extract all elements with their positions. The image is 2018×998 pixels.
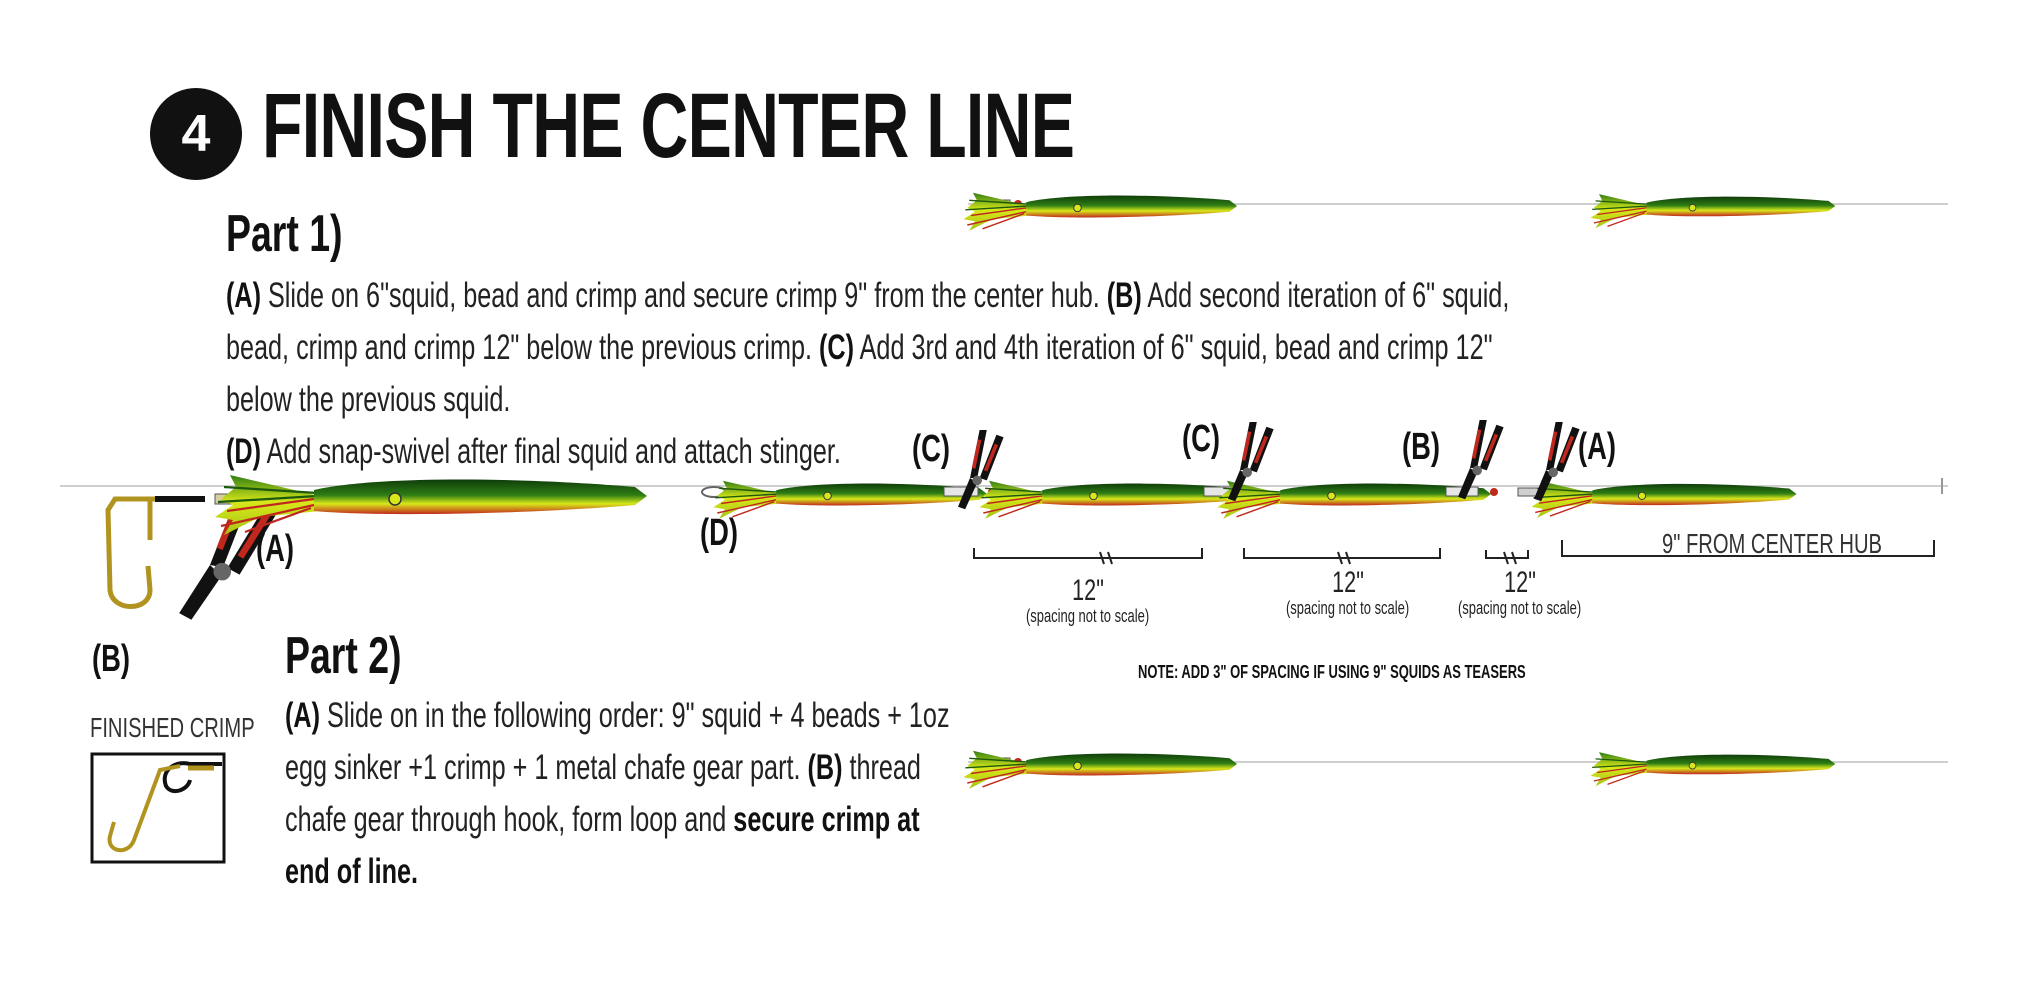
part2-a-label: (A)	[285, 696, 320, 735]
part2-heading: Part 2)	[285, 627, 402, 685]
bottom-squid-2	[1589, 751, 1836, 787]
center-hub-label: 9" FROM CENTER HUB	[1662, 528, 1882, 559]
label-c1: (C)	[912, 428, 950, 470]
finished-crimp-label: FINISHED CRIMP	[90, 712, 255, 743]
top-squid-1	[962, 191, 1238, 232]
part2-b-bold: secure crimp at end of line.	[285, 800, 920, 891]
label-a: (A)	[1578, 426, 1616, 468]
part1-b-label: (B)	[1106, 276, 1142, 315]
part1-b-text: Add second iteration of 6" squid, bead, …	[226, 276, 1510, 367]
label-hook-a: (A)	[256, 528, 294, 570]
bottom-squid-1	[962, 749, 1238, 790]
part1-d-label: (D)	[226, 432, 261, 471]
part1-c-text: Add 3rd and 4th iteration of 6" squid, b…	[226, 328, 1493, 419]
part2-a-text: Slide on in the following order: 9" squi…	[285, 696, 950, 787]
finished-crimp-illustration	[90, 752, 226, 864]
page-title: FINISH THE CENTER LINE	[262, 75, 1075, 177]
teaser-note: NOTE: ADD 3" OF SPACING IF USING 9" SQUI…	[1138, 662, 1526, 682]
part1-d-text: Add snap-swivel after final squid and at…	[260, 432, 841, 471]
label-hook-b: (B)	[92, 638, 130, 680]
part1-a-text: Slide on 6"squid, bead and crimp and sec…	[260, 276, 1107, 315]
label-d: (D)	[700, 512, 738, 554]
crimp-c1	[943, 486, 979, 497]
top-squid-2	[1589, 193, 1836, 229]
part1-a-label: (A)	[226, 276, 261, 315]
spacing-3: 12" (spacing not to scale)	[1458, 566, 1582, 619]
part1-heading: Part 1)	[226, 205, 343, 263]
step-number-badge: 4	[150, 88, 242, 180]
part2-instructions: (A) Slide on in the following order: 9" …	[285, 690, 1235, 898]
spacing-1: 12" (spacing not to scale)	[1026, 574, 1150, 627]
crimper-b	[1456, 418, 1506, 502]
part2-b-label: (B)	[807, 748, 843, 787]
part1-instructions: (A) Slide on 6"squid, bead and crimp and…	[226, 270, 2018, 478]
label-c2: (C)	[1182, 418, 1220, 460]
part1-c-label: (C)	[819, 328, 855, 367]
spacing-2: 12" (spacing not to scale)	[1286, 566, 1410, 619]
label-b: (B)	[1402, 426, 1440, 468]
spacing-brackets	[973, 540, 1935, 565]
part2-b-text: thread chafe gear through hook, form loo…	[285, 748, 921, 839]
main-squid-9in	[213, 473, 649, 537]
